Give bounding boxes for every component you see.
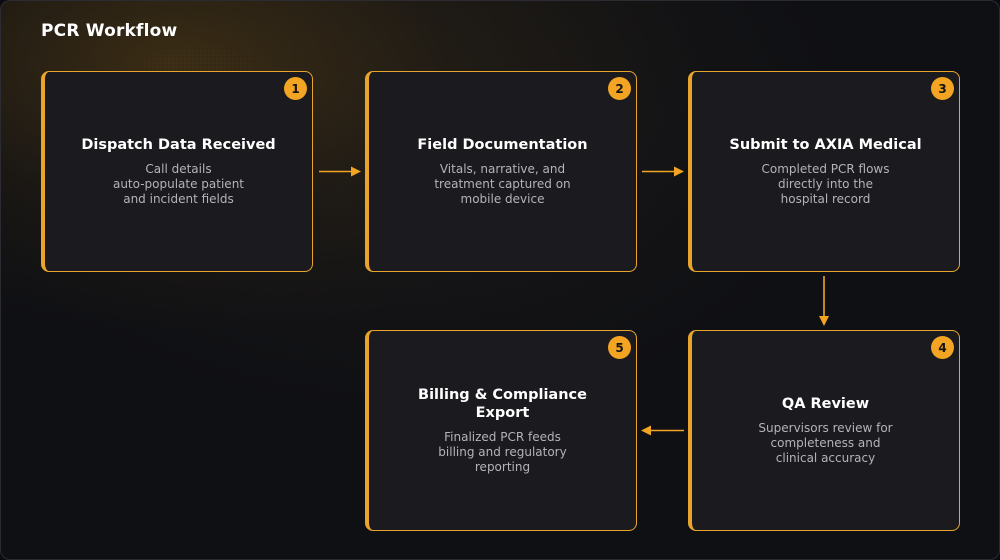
step-description: Call details auto-populate patient and i…	[112, 162, 245, 206]
step-title: Billing & Compliance Export	[418, 387, 587, 421]
step-number-badge: 4	[931, 336, 954, 359]
step-description: Supervisors review for completeness and …	[758, 421, 893, 465]
step-title: Submit to AXIA Medical	[729, 137, 922, 153]
step-card-3: 3 Submit to AXIA Medical Completed PCR f…	[688, 71, 960, 272]
step-number-badge: 1	[284, 77, 307, 100]
step-title: Field Documentation	[417, 137, 588, 153]
step-card-5: 5 Billing & Compliance Export Finalized …	[365, 330, 637, 531]
step-description: Vitals, narrative, and treatment capture…	[434, 162, 571, 206]
step-title: Dispatch Data Received	[81, 137, 276, 153]
step-number-badge: 5	[608, 336, 631, 359]
step-card-1: 1 Dispatch Data Received Call details au…	[41, 71, 313, 272]
step-number-badge: 2	[608, 77, 631, 100]
step-description: Completed PCR flows directly into the ho…	[761, 162, 890, 206]
step-description: Finalized PCR feeds billing and regulato…	[438, 430, 567, 474]
step-card-2: 2 Field Documentation Vitals, narrative,…	[365, 71, 637, 272]
step-card-4: 4 QA Review Supervisors review for compl…	[688, 330, 960, 531]
diagram-title: PCR Workflow	[41, 21, 178, 41]
step-title: QA Review	[781, 396, 870, 412]
step-number-badge: 3	[931, 77, 954, 100]
